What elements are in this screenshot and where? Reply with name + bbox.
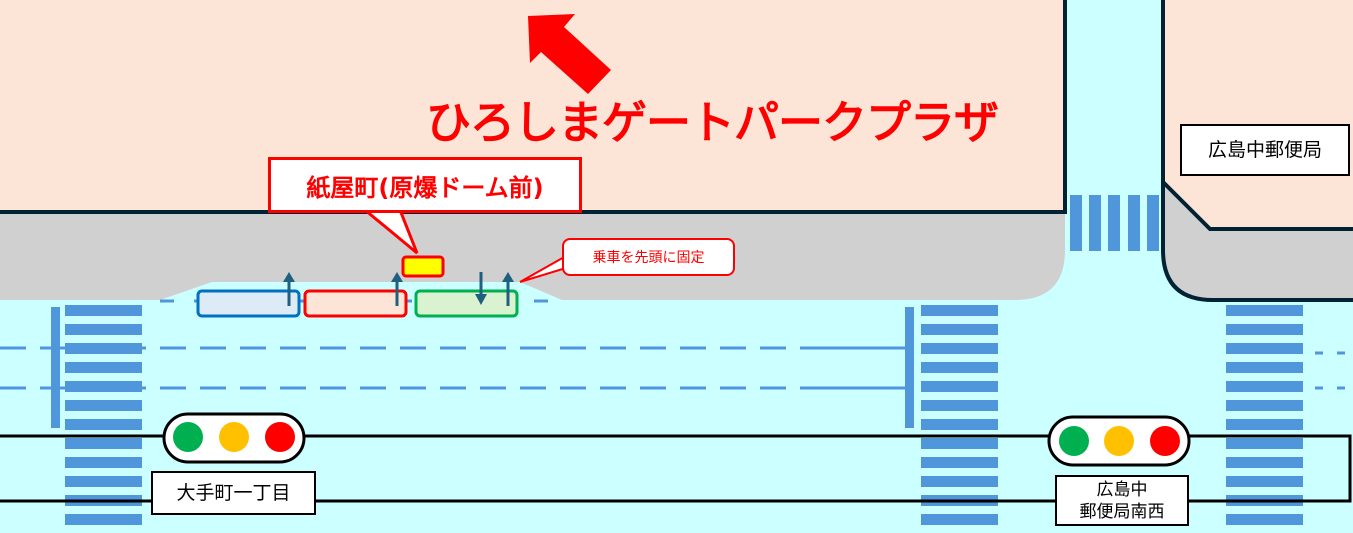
arrow-up-icon [283,272,295,306]
crosswalk-stripe [921,343,998,354]
crosswalk-vertical-road [1070,195,1159,251]
crosswalk-stripe [921,324,998,335]
tram-track [0,434,1352,503]
boarding-note-callout: 乗車を先頭に固定 [562,238,735,276]
curb-right [1161,0,1353,302]
crosswalk-stripe [1226,305,1303,316]
stop-line-center [905,307,914,428]
green-light-icon [1059,426,1089,456]
red-light-icon [265,422,295,452]
crosswalk-stripe [1226,514,1303,525]
post-office-name: 広島中郵便局 [1207,139,1322,161]
arrow-down-icon [475,272,487,305]
crosswalk-stripe [65,324,142,335]
boarding-note-text: 乗車を先頭に固定 [592,250,705,266]
destination-label: ひろしまゲートパークプラザ [426,96,999,149]
crosswalk-stripe [921,419,998,430]
arrow-up-left-icon [528,14,611,94]
tram-stop-callout: 紙屋町(原爆ドーム前) [268,157,582,213]
building-block-right [1163,0,1353,229]
stop-line-left [51,307,60,428]
crosswalk-stripe [65,457,142,468]
crosswalk-stripe [65,305,142,316]
yellow-light-icon [1104,426,1134,456]
crosswalk-stripe [921,381,998,392]
crosswalk-stripe [1226,324,1303,335]
green-light-icon [173,422,203,452]
crosswalk-stripe [1226,381,1303,392]
yellow-light-icon [219,422,249,452]
intersection-label-right: 広島中 郵便局南西 [1055,475,1189,526]
crosswalk-stripe [921,305,998,316]
arrow-up-icon [502,272,514,306]
intersection-label-left: 大手町一丁目 [151,471,316,515]
crosswalk-stripe [921,476,998,487]
intersection-name-line1: 広島中 [1096,479,1148,500]
crosswalk-stripe [921,362,998,373]
crosswalk-stripe [65,438,142,449]
crosswalk-stripe [1226,438,1303,449]
tram-stop-name: 紙屋町(原爆ドーム前) [306,173,544,202]
traffic-light-left [162,412,306,464]
stop-position-marker [401,255,445,278]
tram-car-3 [414,289,519,318]
traffic-light-right [1047,415,1191,467]
post-office-label: 広島中郵便局 [1180,124,1350,176]
door-arrows [283,272,514,306]
crosswalk-stripe [65,362,142,373]
crosswalk-stripe [65,400,142,411]
crosswalk-stripe [1226,457,1303,468]
crosswalk-stripe [921,514,998,525]
crosswalk-stripe [921,438,998,449]
red-light-icon [1150,426,1180,456]
crosswalk-stripe [65,419,142,430]
crosswalk-stripe [1226,419,1303,430]
crosswalk-stripe [921,400,998,411]
crosswalk-stripe [65,476,142,487]
building-border-right [1161,180,1353,231]
lane-lines [0,299,1353,390]
tram-car-1 [196,289,301,318]
arrow-up-icon [391,272,403,306]
crosswalk-stripe [65,514,142,525]
tram-car-2 [303,289,408,318]
sidewalk-left [0,212,1065,300]
crosswalk-stripe [1226,343,1303,354]
crosswalk-stripe [1226,400,1303,411]
crosswalk-stripe [1226,362,1303,373]
crosswalk-stripe [1226,476,1303,487]
intersection-name: 大手町一丁目 [176,482,291,504]
intersection-name-line2: 郵便局南西 [1079,501,1165,522]
crosswalk-stripe [921,457,998,468]
